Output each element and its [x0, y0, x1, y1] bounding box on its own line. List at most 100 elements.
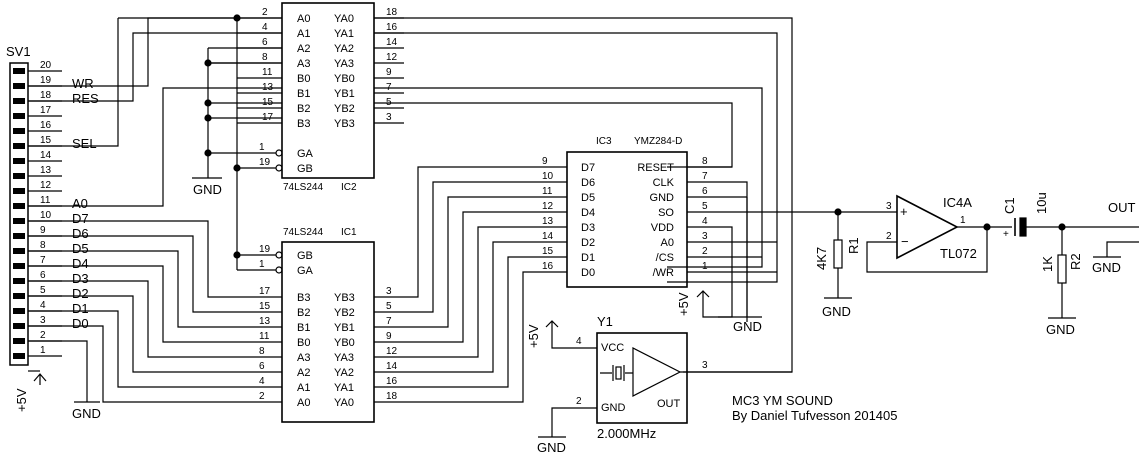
ic1-pin-number: 1 — [259, 259, 265, 270]
ic2-pin-label: B0 — [297, 73, 310, 85]
net-label-d1: D1 — [72, 301, 89, 316]
net-label-d5: D5 — [72, 241, 89, 256]
wire-d5 — [28, 250, 282, 328]
osc-ground-label: GND — [537, 440, 566, 455]
net-label-d4: D4 — [72, 256, 89, 271]
ic3-pin-label: D4 — [581, 207, 595, 219]
connector-ground-label: GND — [72, 406, 101, 421]
r1-value: 4K7 — [814, 247, 829, 270]
ic3-pin-number: 1 — [702, 261, 708, 272]
connector-pin — [13, 323, 25, 329]
connector-body — [9, 62, 29, 366]
r2-ground-symbol — [1048, 283, 1076, 319]
r1-body — [833, 239, 843, 269]
wire-db0 — [374, 271, 567, 403]
ic1-pin-number: 8 — [259, 346, 265, 357]
resistor-r1: 4K7 R1 GND — [814, 212, 861, 319]
connector-pin-number: 9 — [40, 225, 46, 236]
ic2-pin-number: 12 — [386, 52, 398, 63]
osc-body — [596, 332, 688, 424]
wire-sel — [28, 18, 119, 147]
wire-d1 — [28, 310, 282, 388]
ic2-ground-ties — [208, 47, 282, 154]
ic3-pins: D79D610D511D412D313D214D115D016RESET8CLK… — [542, 156, 777, 279]
osc-pin-vcc: 4 — [576, 336, 582, 347]
ic2-pin-label: YB1 — [334, 88, 355, 100]
osc-frequency: 2.000MHz — [597, 426, 656, 441]
ic1-pin-number: 2 — [259, 391, 265, 402]
c1-plate-minus — [1019, 217, 1027, 237]
ic1-pin-number: 3 — [386, 286, 392, 297]
wire-a0 — [28, 87, 282, 207]
junction-dot — [204, 59, 212, 67]
capacitor-c1: + C1 10u — [1002, 192, 1139, 240]
output-ground-label: GND — [1092, 260, 1121, 275]
ic3-pin-number: 11 — [542, 186, 553, 197]
r1-ground-label: GND — [822, 304, 851, 319]
connector-pin — [13, 98, 25, 104]
ic2-pin-number: 4 — [262, 22, 268, 33]
ic2-pin-label: YA0 — [334, 13, 354, 25]
ic2-ref: IC2 — [341, 182, 357, 193]
ic2-inverting-bubble — [275, 149, 283, 157]
wire-db7 — [374, 166, 567, 298]
oscillator-y1: Y1 VCC GND OUT 4 +5V 2 GND 3 2.000MHz — [526, 314, 792, 455]
osc-gnd-label: GND — [601, 402, 626, 414]
ic3-pin-label: SO — [658, 207, 674, 219]
ic2-inverting-bubble — [275, 164, 283, 172]
junction-dot — [204, 114, 212, 122]
opamp-pin-plus: 3 — [886, 201, 892, 212]
c1-plus-mark: + — [1003, 229, 1009, 240]
connector-pin-number: 10 — [40, 210, 52, 221]
ic2-pin-label: YB3 — [334, 118, 355, 130]
connector-pin-number: 4 — [40, 300, 46, 311]
osc-ref: Y1 — [597, 314, 613, 329]
ic1-pin-number: 16 — [386, 376, 398, 387]
r2-body — [1057, 254, 1067, 284]
ic3-pin-label: A0 — [661, 237, 674, 249]
ic3-part: YMZ284-D — [634, 136, 682, 147]
connector-pin — [13, 308, 25, 314]
connector-pin-number: 17 — [40, 105, 52, 116]
ic1-pin-number: 5 — [386, 301, 392, 312]
ic1-pin-number: 18 — [386, 391, 398, 402]
ic3-pin-label: D3 — [581, 222, 595, 234]
ic1-pin-number: 11 — [259, 331, 270, 342]
ic3-pin-number: 7 — [702, 171, 708, 182]
connector-pin — [13, 263, 25, 269]
net-label-d2: D2 — [72, 286, 89, 301]
ic3-pin-number: 9 — [542, 156, 548, 167]
ic2-pin-label: A1 — [297, 28, 310, 40]
wire-db1 — [374, 256, 567, 388]
c1-value: 10u — [1034, 192, 1049, 214]
ic3-ymz284: IC3 YMZ284-D D79D610D511D412D313D214D115… — [542, 136, 897, 334]
opamp-feedback — [866, 227, 988, 273]
osc-power-label: +5V — [526, 324, 541, 348]
connector-pin-number: 6 — [40, 270, 46, 281]
osc-pin-gnd: 2 — [576, 396, 582, 407]
osc-vcc-label: VCC — [601, 342, 624, 354]
net-label-sel: SEL — [72, 136, 97, 151]
ic2-pin-number: 3 — [386, 112, 392, 123]
wire-ic3-vdd — [696, 226, 733, 318]
ic2-pin-label: YA1 — [334, 28, 354, 40]
opamp-ref: IC4A — [943, 195, 972, 210]
ic2-ground-label: GND — [193, 182, 222, 197]
connector-pin-number: 12 — [40, 180, 52, 191]
connector-pin-number: 8 — [40, 240, 46, 251]
connector-pin — [13, 188, 25, 194]
net-label-a0: A0 — [72, 196, 88, 211]
ic1-pin-label: YB1 — [334, 322, 355, 334]
ic1-pin-number: 17 — [259, 286, 271, 297]
ic1-inverting-bubble — [275, 251, 283, 259]
ic3-pin-label: /CS — [656, 252, 674, 264]
ic1-pin-label: A3 — [297, 352, 310, 364]
connector-pin-number: 18 — [40, 90, 52, 101]
ic2-pin-label: A2 — [297, 43, 310, 55]
opamp-pin-out: 1 — [960, 215, 966, 226]
connector-pin-number: 13 — [40, 165, 52, 176]
credits-title: MC3 YM SOUND — [732, 393, 833, 408]
ic1-pin-number: 6 — [259, 361, 265, 372]
wire-db4 — [374, 211, 567, 343]
